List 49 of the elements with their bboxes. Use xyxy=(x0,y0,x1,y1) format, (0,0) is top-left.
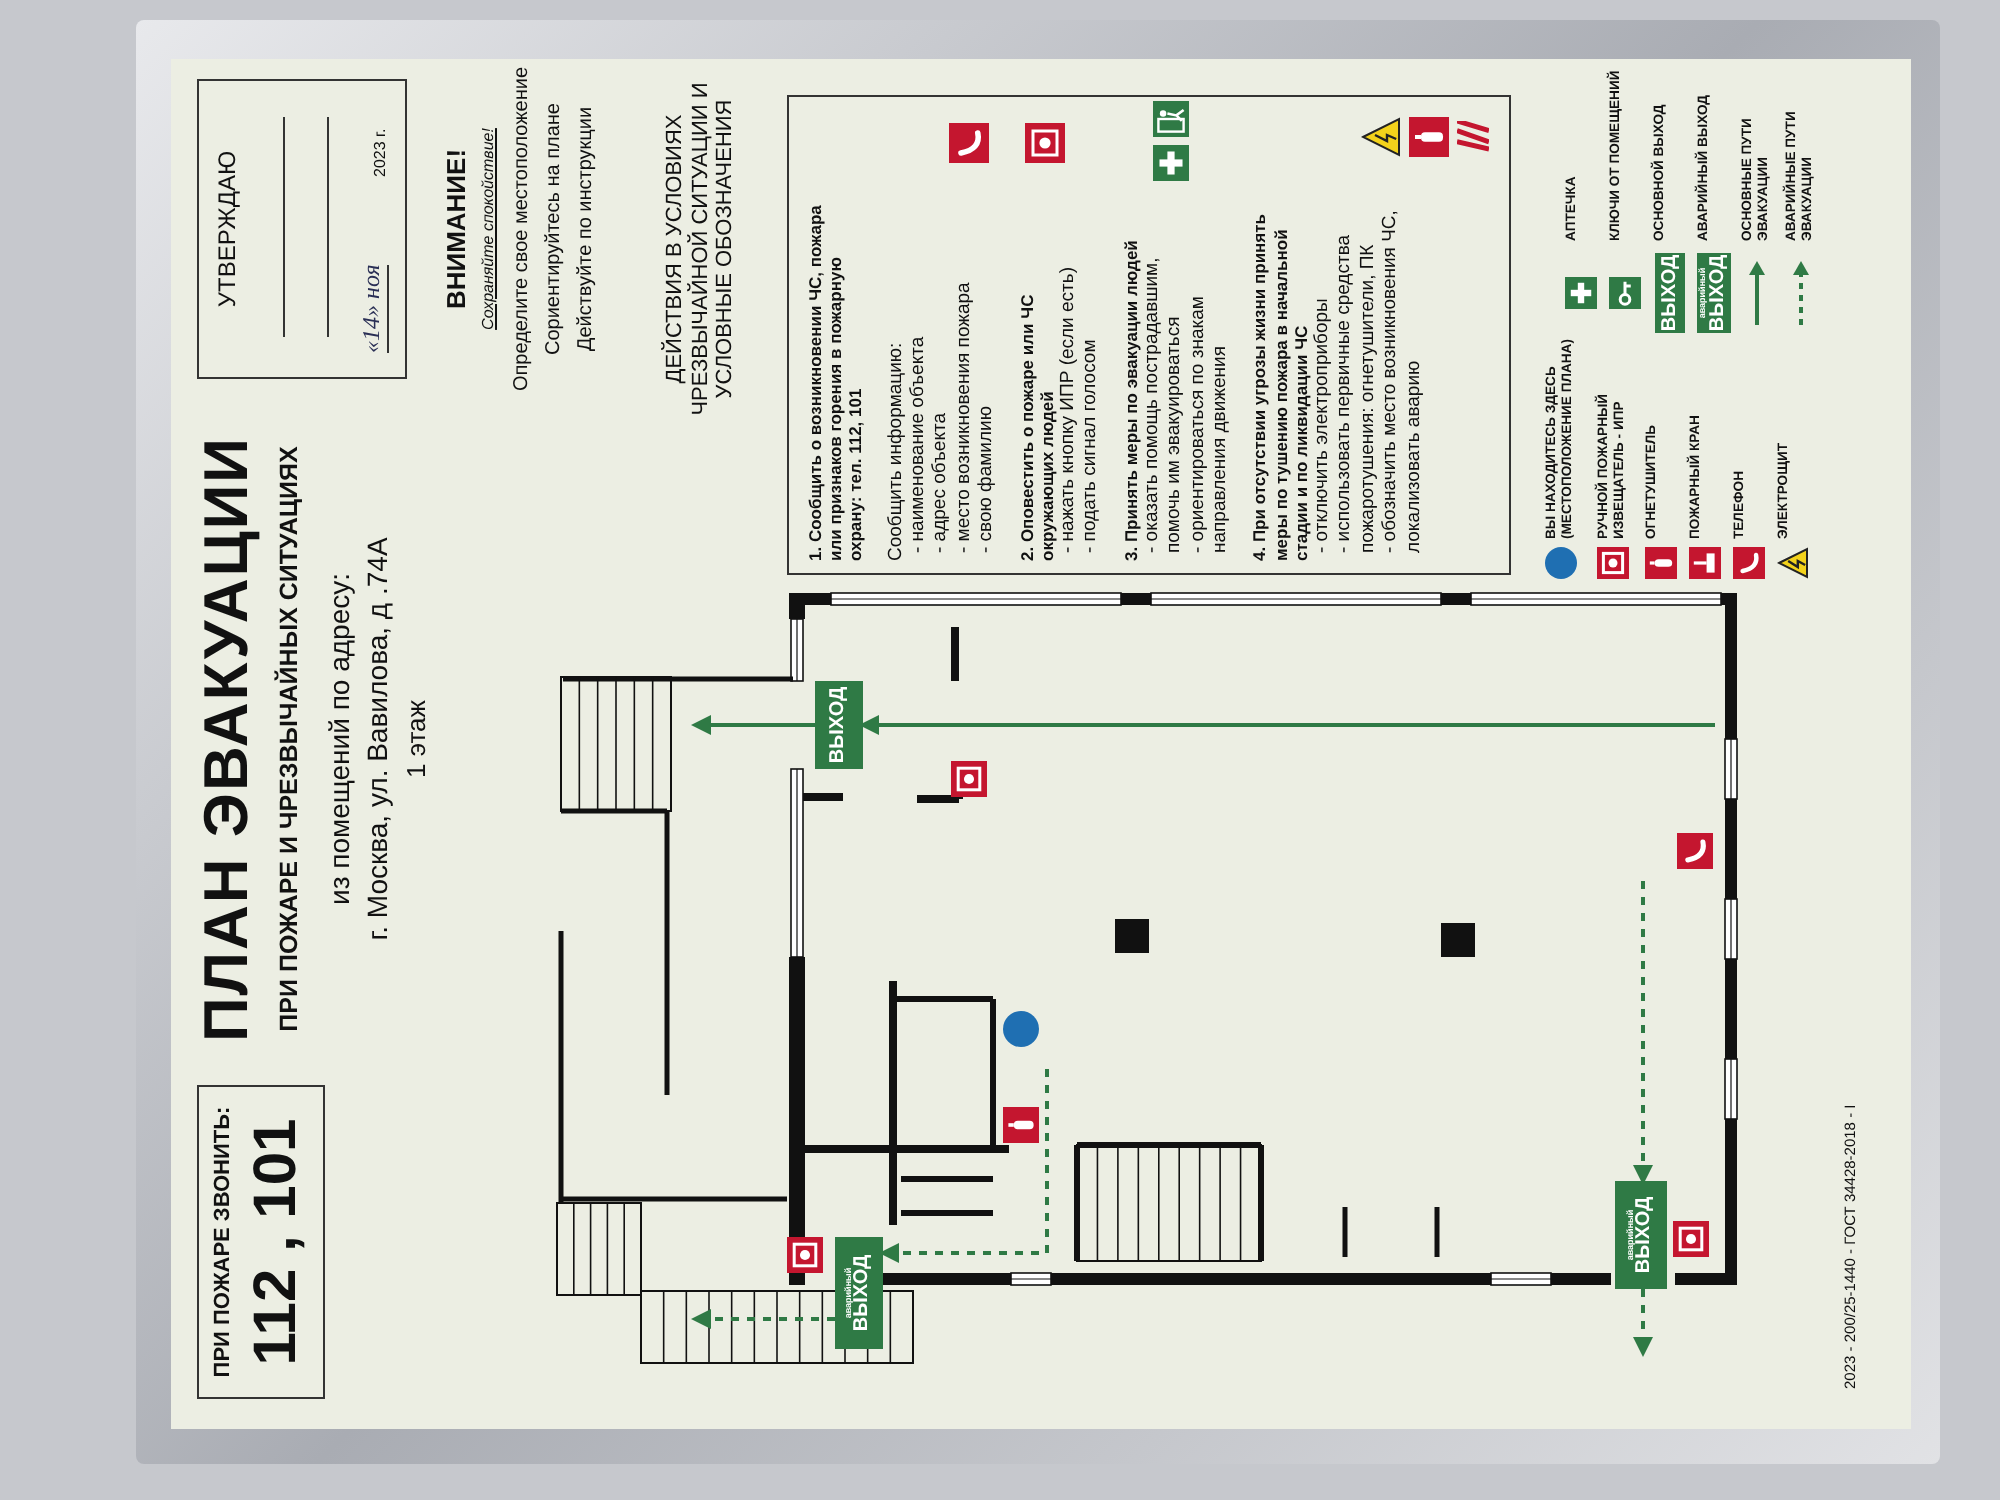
attention-note: Сохраняйте спокойствие! xyxy=(478,126,497,334)
section-heading: ДЕЙСТВИЯ В УСЛОВИЯХ ЧРЕЗВЫЧАЙНОЙ СИТУАЦИИ И УСЛОВНЫЕ ОБОЗНАЧЕНИЯ xyxy=(662,80,738,419)
sign-text: ВЫХОД xyxy=(828,686,848,764)
instruction-text: Сообщить информацию: xyxy=(883,340,906,561)
instruction-text: 3. Принять меры по эвакуации людей xyxy=(1119,238,1140,561)
emergency-phone-panel xyxy=(196,1085,324,1399)
instruction-line: Сориентируйтесь на плане xyxy=(542,101,565,359)
instruction-line: Действуйте по инструкции xyxy=(574,104,597,356)
attention-heading: ВНИМАНИЕ! xyxy=(442,146,472,314)
instruction-line: Определите свое местоположение xyxy=(510,64,533,396)
exit-sign xyxy=(1614,1181,1666,1289)
instruction-text: - оказать помощь пострадавшим, помочь им эвакуироваться xyxy=(1139,257,1186,557)
instruction-text: - наименование объекта xyxy=(905,334,929,557)
evacuation-arrow xyxy=(1632,881,1652,1185)
evacuation-arrow xyxy=(878,1069,1048,1263)
instruction-text: 4. При отсутствии угрозы жизни принять меры по тушению пожара в начальной стадии и по ликвидации ЧС xyxy=(1248,211,1310,561)
instruction-text: - обозначить место возникновения ЧС, локализовать аварию xyxy=(1378,208,1424,557)
sign-text: ВЫХОД xyxy=(1659,254,1679,332)
instruction-text: - отключить электроприборы xyxy=(1309,296,1333,553)
subtitle: ПРИ ПОЖАРЕ И ЧРЕЗВЫЧАЙНЫХ СИТУАЦИЯХ xyxy=(274,444,303,1036)
instruction-text: - адрес объекта xyxy=(928,410,952,557)
instruction-text: - нажать кнопку ИПР (если есть) xyxy=(1055,264,1079,553)
address-text: из помещений по адресу: xyxy=(322,571,355,909)
exit-sign xyxy=(834,1237,882,1349)
evacuation-arrow xyxy=(690,715,814,735)
address-text: г. Москва, ул. Вавилова, д .74А xyxy=(360,535,393,945)
exit-sign xyxy=(814,681,862,769)
approval-box xyxy=(196,79,406,379)
evacuation-arrow xyxy=(690,1309,834,1329)
sign-text: ВЫХОД xyxy=(1707,254,1728,332)
evacuation-arrow xyxy=(858,715,1714,735)
phone-numbers: 112 , 101 xyxy=(242,1116,310,1370)
handwritten-date: «14» ноя xyxy=(358,264,388,353)
sign-text: ВЫХОД xyxy=(852,1254,873,1332)
instructions-panel xyxy=(786,95,1510,575)
sign-text: ВЫХОД xyxy=(1634,1196,1655,1274)
phone-heading: ПРИ ПОЖАРЕ ЗВОНИТЬ: xyxy=(210,1104,236,1382)
instruction-text: 2. Оповестить о пожаре или ЧС окружающих людей xyxy=(1015,292,1056,561)
floor-label: 1 этаж xyxy=(402,698,432,782)
instruction-text: - использовать первичные средства пожаротушения: огнетушители, ПК xyxy=(1332,232,1379,557)
instruction-text: 1. Сообщить о возникновении ЧС, пожара или признаков горения в пожарную охрану: тел. 112, 101 xyxy=(804,203,866,561)
title: ПЛАН ЭВАКУАЦИИ xyxy=(190,434,262,1046)
instruction-text: - ориентироваться по знакам направления движения xyxy=(1185,294,1231,557)
instruction-text: - подать сигнал голосом xyxy=(1078,337,1102,557)
instruction-text: - место возникновения пожара xyxy=(951,280,975,557)
year-text: 2023 г. xyxy=(370,128,389,177)
evacuation-arrow xyxy=(1632,1289,1652,1357)
approval-heading: УТВЕРЖДАЮ xyxy=(214,148,242,312)
instruction-text: - свою фамилию xyxy=(974,404,998,557)
